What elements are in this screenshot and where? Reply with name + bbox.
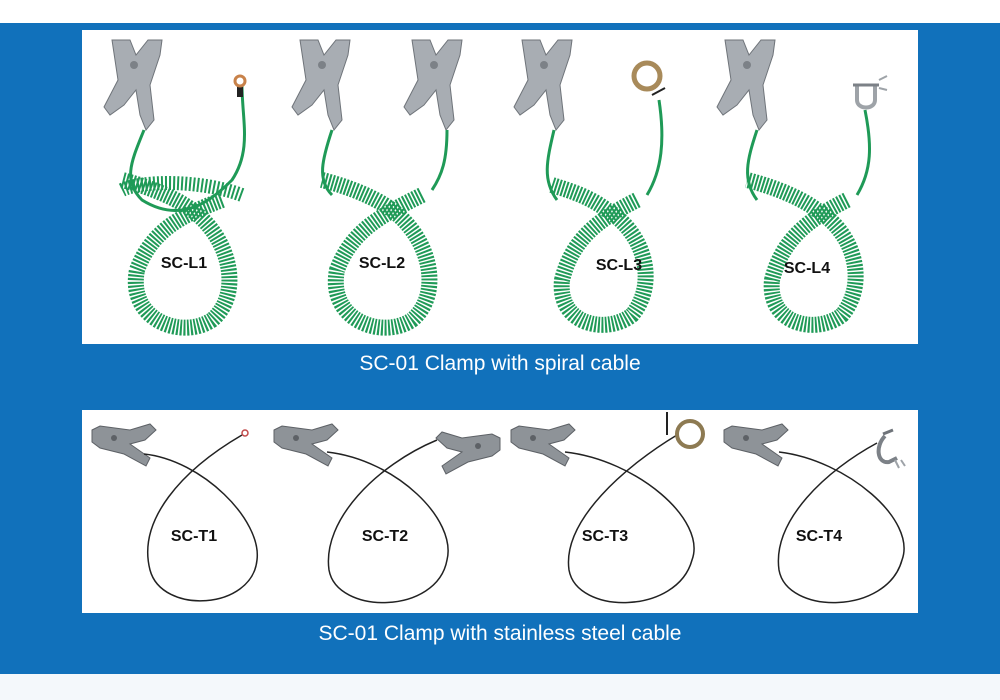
- clamp-icon: [103, 39, 163, 131]
- spiral-section-caption: SC-01 Clamp with spiral cable: [359, 352, 641, 375]
- product-code: SC-L2: [358, 255, 406, 272]
- product-code: SC-T3: [581, 528, 629, 545]
- product-sc-t2: SC-T2: [267, 410, 501, 613]
- clamp-icon: [723, 423, 789, 467]
- spiral-product-graphic: [716, 39, 888, 333]
- steel-product-graphic: [723, 423, 906, 604]
- product-sc-l4: SC-L4: [707, 30, 917, 344]
- spiral-product-graphic: [103, 39, 247, 336]
- product-sc-l2: SC-L2: [282, 30, 492, 344]
- shackle-clip-icon: [853, 75, 888, 110]
- spiral-product-graphic: [291, 39, 463, 336]
- clamp-icon: [510, 423, 576, 467]
- product-code: SC-L3: [595, 257, 643, 274]
- steel-product-graphic: [91, 423, 258, 602]
- steel-cable-panel: SC-T1 SC-T2 SC-T: [82, 410, 918, 613]
- product-sc-t1: SC-T1: [82, 410, 292, 613]
- steel-product-graphic: [273, 423, 501, 604]
- product-sc-l1: SC-L1: [82, 30, 292, 344]
- grounding-ring-icon: [631, 60, 666, 96]
- steel-product-graphic: [510, 412, 705, 604]
- clamp-icon: [91, 423, 157, 467]
- clamp-icon: [716, 39, 776, 131]
- product-code: SC-L1: [160, 255, 208, 272]
- ring-terminal-icon: [241, 429, 249, 437]
- clamp-icon: [291, 39, 351, 131]
- product-code: SC-L4: [783, 260, 831, 277]
- product-code: SC-T1: [170, 528, 218, 545]
- product-code: SC-T2: [361, 528, 409, 545]
- clamp-icon: [435, 431, 501, 475]
- product-sc-t4: SC-T4: [717, 410, 918, 613]
- ring-terminal-icon: [233, 74, 247, 97]
- product-sc-t3: SC-T3: [507, 410, 717, 613]
- clamp-icon: [403, 39, 463, 131]
- spiral-cable-panel: SC-L1 SC-L2: [82, 30, 918, 344]
- shackle-clip-icon: [876, 428, 906, 469]
- grounding-ring-icon: [666, 412, 705, 449]
- steel-section-caption: SC-01 Clamp with stainless steel cable: [318, 622, 682, 645]
- spiral-product-graphic: [513, 39, 666, 333]
- product-code: SC-T4: [795, 528, 843, 545]
- clamp-icon: [513, 39, 573, 131]
- clamp-icon: [273, 423, 339, 467]
- bottom-strip: [0, 674, 1000, 700]
- product-sc-l3: SC-L3: [497, 30, 707, 344]
